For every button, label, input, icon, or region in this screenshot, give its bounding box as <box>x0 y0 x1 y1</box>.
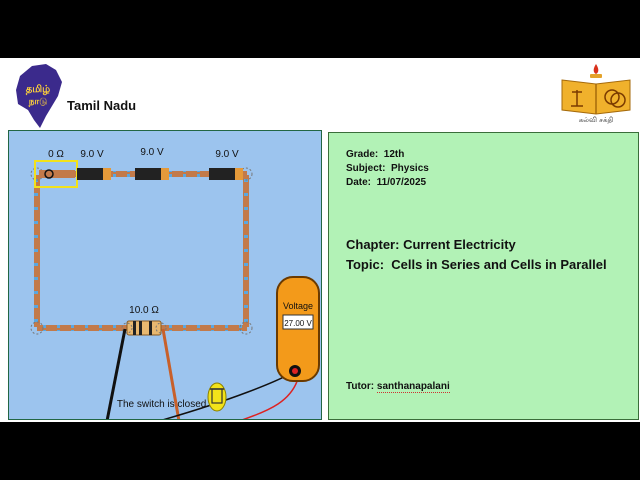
junction-bottom-right <box>239 321 253 335</box>
logo-caption: கல்வி சக்தி <box>579 116 614 124</box>
resistor-label: 10.0 Ω <box>129 305 159 316</box>
battery-cell-1: 9.0 V <box>77 149 111 180</box>
kalvi-sakthi-logo: கல்வி சக்தி <box>556 62 636 124</box>
logo-text-line1: தமிழ் <box>26 83 50 95</box>
logo-text-line2: நாடு <box>28 96 48 107</box>
grade-label: Grade: <box>346 149 379 160</box>
date-row: Date: 11/07/2025 <box>346 177 426 188</box>
chapter-label: Chapter: <box>346 237 400 252</box>
topic-row: Topic: Cells in Series and Cells in Para… <box>346 257 607 272</box>
circuit-simulation-panel[interactable]: 0 Ω 9.0 V 9.0 V 9.0 V <box>8 130 322 420</box>
trash-icon[interactable] <box>207 382 227 412</box>
probe-red-lead <box>161 328 181 419</box>
voltmeter-title: Voltage <box>283 301 313 311</box>
subject-label: Subject: <box>346 163 386 174</box>
resistor: 10.0 Ω <box>126 305 162 336</box>
tutor-row: Tutor: santhanapalani <box>346 381 450 393</box>
probe-black-lead <box>105 328 127 419</box>
tutor-name: santhanapalani <box>376 381 450 393</box>
junction-top-right <box>239 167 253 181</box>
lesson-info-panel: Grade: 12th Subject: Physics Date: 11/07… <box>328 132 639 420</box>
switch-icon <box>44 169 54 179</box>
topic-label: Topic: <box>346 257 385 272</box>
chapter-row: Chapter: Current Electricity <box>346 237 516 252</box>
wire-left <box>34 175 40 327</box>
switch-status-text: The switch is closed. <box>117 399 209 410</box>
date-label: Date: <box>346 177 372 188</box>
voltmeter-reading: 27.00 V <box>284 319 312 328</box>
grade-row: Grade: 12th <box>346 149 404 160</box>
state-name: Tamil Nadu <box>67 98 137 113</box>
cell-1-voltage: 9.0 V <box>80 149 104 160</box>
battery-cell-3: 9.0 V <box>209 149 243 180</box>
chapter-value: Current Electricity <box>403 237 516 252</box>
subject-value: Physics <box>391 163 429 174</box>
slide: தமிழ் நாடு Tamil Nadu கல்வி சக்தி <box>0 58 640 422</box>
lamp-flame-icon <box>593 64 599 74</box>
junction-bottom-left <box>30 321 44 335</box>
cell-3-voltage: 9.0 V <box>215 149 239 160</box>
battery-cell-2: 9.0 V <box>135 147 169 180</box>
grade-value: 12th <box>383 149 405 160</box>
voltmeter[interactable]: Voltage 27.00 V <box>276 276 320 382</box>
topic-value: Cells in Series and Cells in Parallel <box>391 257 607 272</box>
wire-right <box>243 175 249 327</box>
tutor-label: Tutor: <box>346 381 375 392</box>
switch-resistance-label: 0 Ω <box>48 149 64 160</box>
date-value: 11/07/2025 <box>376 177 427 188</box>
cell-2-voltage: 9.0 V <box>140 147 164 158</box>
tamil-nadu-map-logo: தமிழ் நாடு <box>12 60 66 132</box>
subject-row: Subject: Physics <box>346 163 429 174</box>
